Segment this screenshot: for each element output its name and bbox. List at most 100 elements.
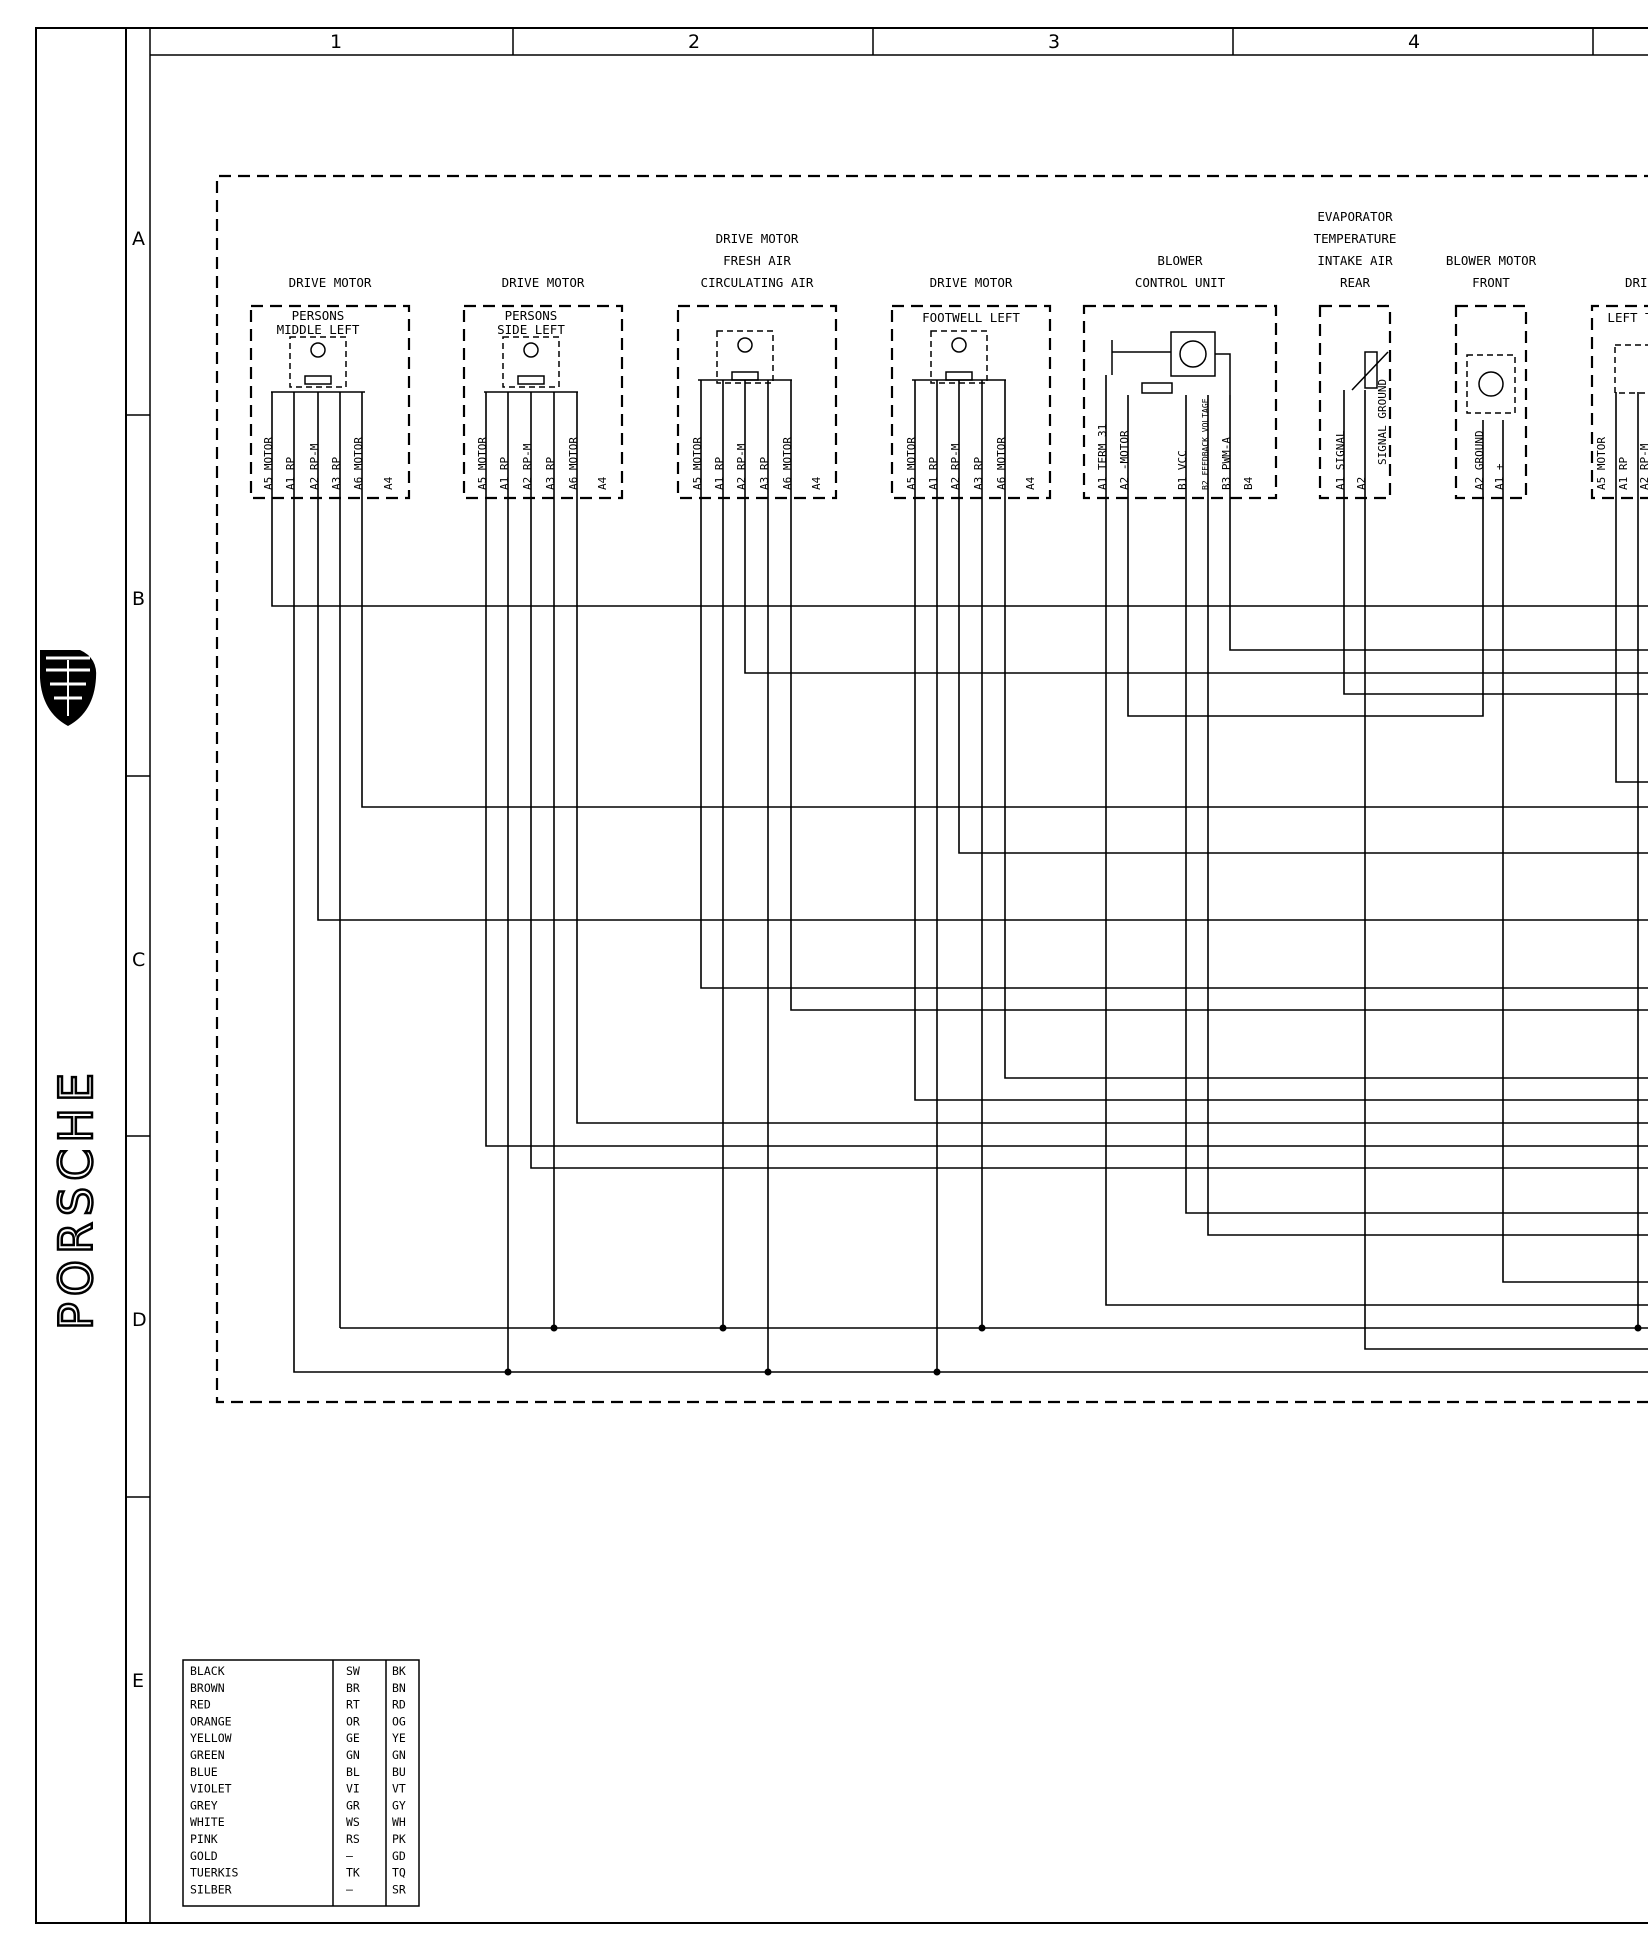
comp2-sublabel-line1: PERSONS [505, 308, 558, 323]
legend-code-en: GD [392, 1849, 406, 1863]
brand-wordmark: PORSCHE [49, 1067, 103, 1330]
legend-code-en: BK [392, 1664, 406, 1678]
legend-color-name: BLACK [190, 1664, 225, 1678]
porsche-crest-icon [40, 650, 97, 726]
comp3-pin-1: A5 MOTOR [691, 437, 704, 490]
component-titles: DRIVE MOTOR DRIVE MOTOR DRIVE MOTOR FRES… [289, 209, 1648, 290]
comp6-title-line4: REAR [1340, 275, 1371, 290]
comp3-pin-2: A1 RP [713, 457, 726, 490]
comp4-pin-4: A3 RP [972, 457, 985, 490]
legend-code-en: VT [392, 1782, 406, 1796]
comp7-title-line2: FRONT [1472, 275, 1510, 290]
comp1-title: DRIVE MOTOR [289, 275, 372, 290]
comp4-pin-1: A5 MOTOR [905, 437, 918, 490]
comp5-pin-6: B4 [1242, 476, 1255, 490]
sheet-frame [35, 27, 1648, 1924]
legend-color-name: BLUE [190, 1765, 218, 1779]
legend-code-en: GY [392, 1798, 406, 1812]
grid-row-C: C [132, 949, 145, 971]
wires [271, 375, 1648, 1373]
legend-code-en: GN [392, 1748, 406, 1762]
comp6-pin-3: SIGNAL GROUND [1376, 379, 1389, 465]
comp1-sublabel-line1: PERSONS [292, 308, 345, 323]
legend-color-name: SILBER [190, 1882, 232, 1896]
legend-code-en: SR [392, 1882, 406, 1896]
legend-code-en: BU [392, 1765, 406, 1779]
grid-row-A: A [132, 228, 145, 250]
comp2-pin-3: A2 RP-M [521, 443, 534, 490]
comp1-pin-6: A4 [382, 476, 395, 490]
comp3-title-line1: DRIVE MOTOR [716, 231, 799, 246]
legend-color-name: WHITE [190, 1815, 225, 1829]
legend-code-de: GR [346, 1798, 360, 1812]
comp2-pin-1: A5 MOTOR [476, 437, 489, 490]
component-internals [271, 330, 1648, 414]
comp3-title-line3: CIRCULATING AIR [701, 275, 814, 290]
legend-color-name: PINK [190, 1832, 218, 1846]
grid-row-D: D [132, 1309, 147, 1331]
comp5-title-line2: CONTROL UNIT [1135, 275, 1226, 290]
comp5-pin-4: B2 FEEDBACK VOLTAGE [1201, 398, 1210, 490]
legend-code-en: RD [392, 1698, 406, 1712]
comp6-title-line2: TEMPERATURE [1314, 231, 1397, 246]
comp2-sublabel-line2: SIDE LEFT [497, 322, 565, 337]
comp4-pin-2: A1 RP [927, 457, 940, 490]
comp7-pin-2: A1 + [1493, 463, 1506, 490]
pin-labels: A5 MOTOR A1 RP A2 RP-M A3 RP A6 MOTOR A4… [262, 379, 1648, 490]
comp5-title-line1: BLOWER [1157, 253, 1203, 268]
comp1-pin-1: A5 MOTOR [262, 437, 275, 490]
legend-color-name: ORANGE [190, 1714, 232, 1728]
comp6-pin-1: A1 SIGNAL [1334, 430, 1347, 490]
comp5-pin-3: B1 VCC [1176, 450, 1189, 490]
comp6-pin-2: A2 [1355, 477, 1368, 490]
comp2-pin-2: A1 RP [498, 457, 511, 490]
comp2-pin-4: A3 RP [544, 457, 557, 490]
junction-dots [504, 1324, 1642, 1376]
comp8-title: DRIV [1625, 275, 1648, 290]
legend-code-en: PK [392, 1832, 406, 1846]
comp2-pin-6: A4 [596, 476, 609, 490]
legend-code-de: GN [346, 1748, 360, 1762]
grid-col-4: 4 [1408, 31, 1420, 53]
comp1-pin-3: A2 RP-M [308, 443, 321, 490]
comp3-title-line2: FRESH AIR [723, 253, 791, 268]
comp2-pin-5: A6 MOTOR [567, 437, 580, 490]
comp8-sublabel: LEFT T [1607, 310, 1648, 325]
comp6-title-line3: INTAKE AIR [1317, 253, 1393, 268]
legend-color-name: YELLOW [190, 1731, 232, 1745]
grid-labels: 1 2 3 4 A B C D E [132, 31, 1420, 1692]
legend-code-en: YE [392, 1731, 406, 1745]
legend-color-name: GREY [190, 1798, 218, 1812]
comp3-pin-4: A3 RP [758, 457, 771, 490]
legend-color-name: BROWN [190, 1681, 225, 1695]
comp5-pin-5: B3 PWM-A [1220, 437, 1233, 490]
comp5-pin-1: A1 TERM 31 [1096, 424, 1109, 490]
legend-code-de: TK [346, 1866, 360, 1880]
grid-row-B: B [132, 588, 145, 610]
component-sublabels: PERSONS MIDDLE LEFT PERSONS SIDE LEFT FO… [277, 308, 1648, 337]
comp7-pin-1: A2 GROUND [1473, 430, 1486, 490]
legend-code-en: WH [392, 1815, 406, 1829]
comp1-pin-4: A3 RP [330, 457, 343, 490]
comp8-pin-3: A2 RP-M [1638, 443, 1648, 490]
grid-col-1: 1 [330, 31, 342, 53]
comp2-title: DRIVE MOTOR [502, 275, 585, 290]
legend-code-de: WS [346, 1815, 360, 1829]
legend-code-en: OG [392, 1714, 406, 1728]
comp1-pin-5: A6 MOTOR [352, 437, 365, 490]
legend-code-de: RS [346, 1832, 360, 1846]
legend-code-de: — [346, 1882, 353, 1896]
legend-code-en: BN [392, 1681, 406, 1695]
grid-col-2: 2 [688, 31, 700, 53]
grid-row-E: E [132, 1670, 144, 1692]
comp1-sublabel-line2: MIDDLE LEFT [277, 322, 360, 337]
comp3-pin-3: A2 RP-M [735, 443, 748, 490]
legend-code-de: OR [346, 1714, 360, 1728]
legend-code-de: RT [346, 1698, 360, 1712]
legend-code-de: BR [346, 1681, 360, 1695]
legend-code-de: BL [346, 1765, 360, 1779]
comp8-pin-1: A5 MOTOR [1595, 437, 1608, 490]
comp5-pin-2: A2 -MOTOR [1118, 430, 1131, 490]
dashed-group-boundary [215, 174, 1648, 1404]
